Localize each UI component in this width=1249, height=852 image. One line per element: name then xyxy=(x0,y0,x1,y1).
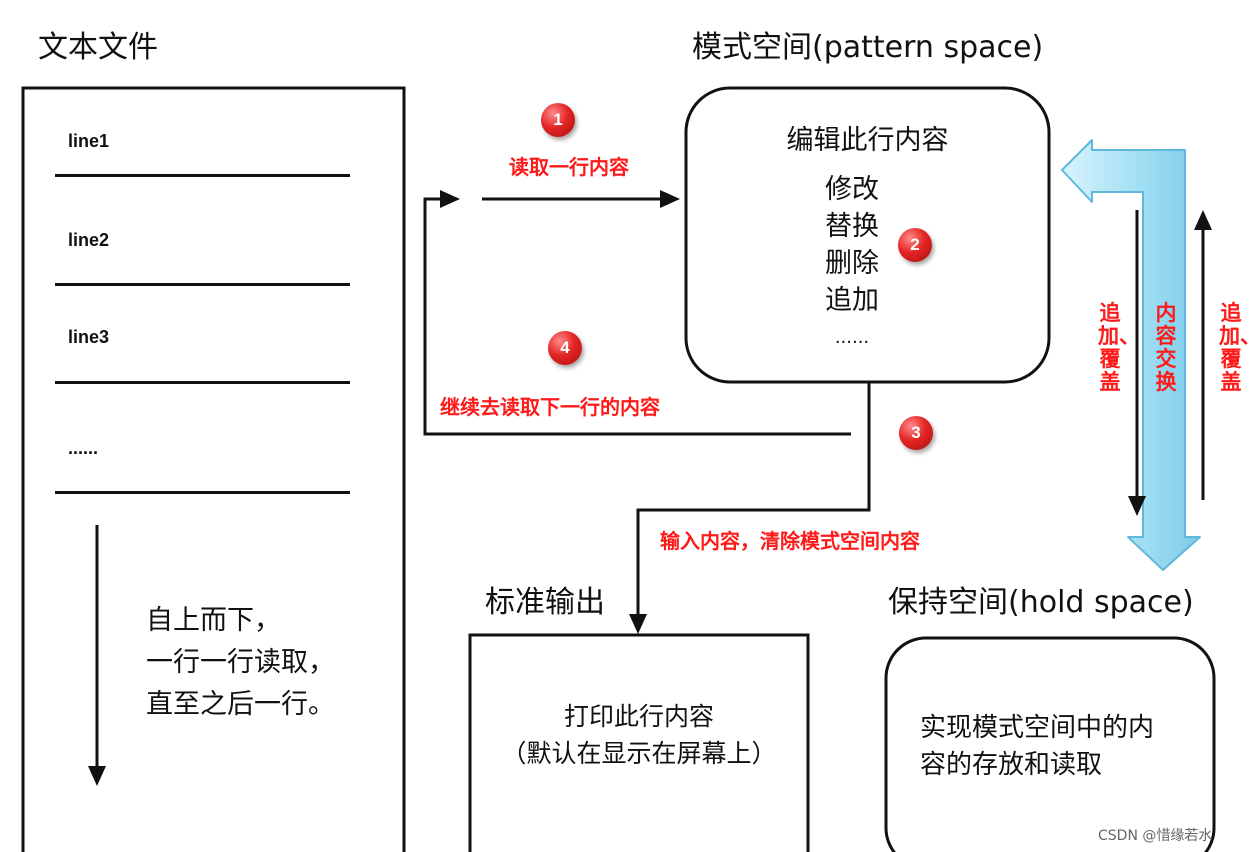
hold-space-title: 保持空间(hold space) xyxy=(888,585,1194,620)
op-item: 替换 xyxy=(825,211,879,242)
stdout-title: 标准输出 xyxy=(485,585,605,620)
file-line-label: line2 xyxy=(68,230,110,250)
file-line-rule xyxy=(55,491,350,494)
hold-append-label-left: 追加、覆盖 xyxy=(1098,301,1140,394)
output-arrow xyxy=(629,382,871,634)
op-item: 删除 xyxy=(825,248,879,279)
text-file-box xyxy=(21,86,406,852)
step-4-label: 继续去读取下一行的内容 xyxy=(440,395,660,419)
stdout-box xyxy=(468,633,810,852)
pattern-box-heading: 编辑此行内容 xyxy=(786,125,949,156)
step-3-label: 输入内容，清除模式空间内容 xyxy=(660,529,920,553)
hold-space-box xyxy=(884,636,1216,852)
op-item: ...... xyxy=(834,327,870,348)
step-1-badge: 1 xyxy=(541,103,575,137)
text-file-title: 文本文件 xyxy=(38,30,158,65)
append-up-arrow xyxy=(1194,210,1212,500)
op-item: 追加 xyxy=(825,285,879,316)
hold-box-text: 实现模式空间中的内 容的存放和读取 xyxy=(920,713,1155,780)
op-item: 修改 xyxy=(825,174,879,205)
step-4-badge: 4 xyxy=(548,331,582,365)
content-swap-label: 内容交换 xyxy=(1155,301,1177,394)
file-line-label: line1 xyxy=(68,131,110,151)
pattern-box-ops: 修改 替换 删除 追加 ...... xyxy=(802,171,902,356)
pattern-space-title: 模式空间(pattern space) xyxy=(692,30,1044,65)
file-line-label: line3 xyxy=(68,327,110,347)
stdout-box-text: 打印此行内容 （默认在显示在屏幕上） xyxy=(501,702,777,768)
read-direction-arrow xyxy=(88,525,106,786)
file-read-description: 自上而下， 一行一行读取， 直至之后一行。 xyxy=(146,605,335,720)
step-2-badge: 2 xyxy=(898,228,932,262)
file-line-rule xyxy=(55,283,350,286)
step-3-badge: 3 xyxy=(899,416,933,450)
file-line-label: ...... xyxy=(68,438,99,458)
file-line-rule xyxy=(55,174,350,177)
hold-append-label-right: 追加、覆盖 xyxy=(1219,301,1249,394)
append-down-arrow xyxy=(1128,210,1146,516)
step-1-label: 读取一行内容 xyxy=(509,155,629,179)
swap-arrow xyxy=(1061,139,1201,571)
read-next-line-arrow xyxy=(423,190,851,436)
file-line-rule xyxy=(55,381,350,384)
watermark: CSDN @惜缘若水 xyxy=(1098,828,1213,844)
read-line-arrow xyxy=(482,190,680,208)
